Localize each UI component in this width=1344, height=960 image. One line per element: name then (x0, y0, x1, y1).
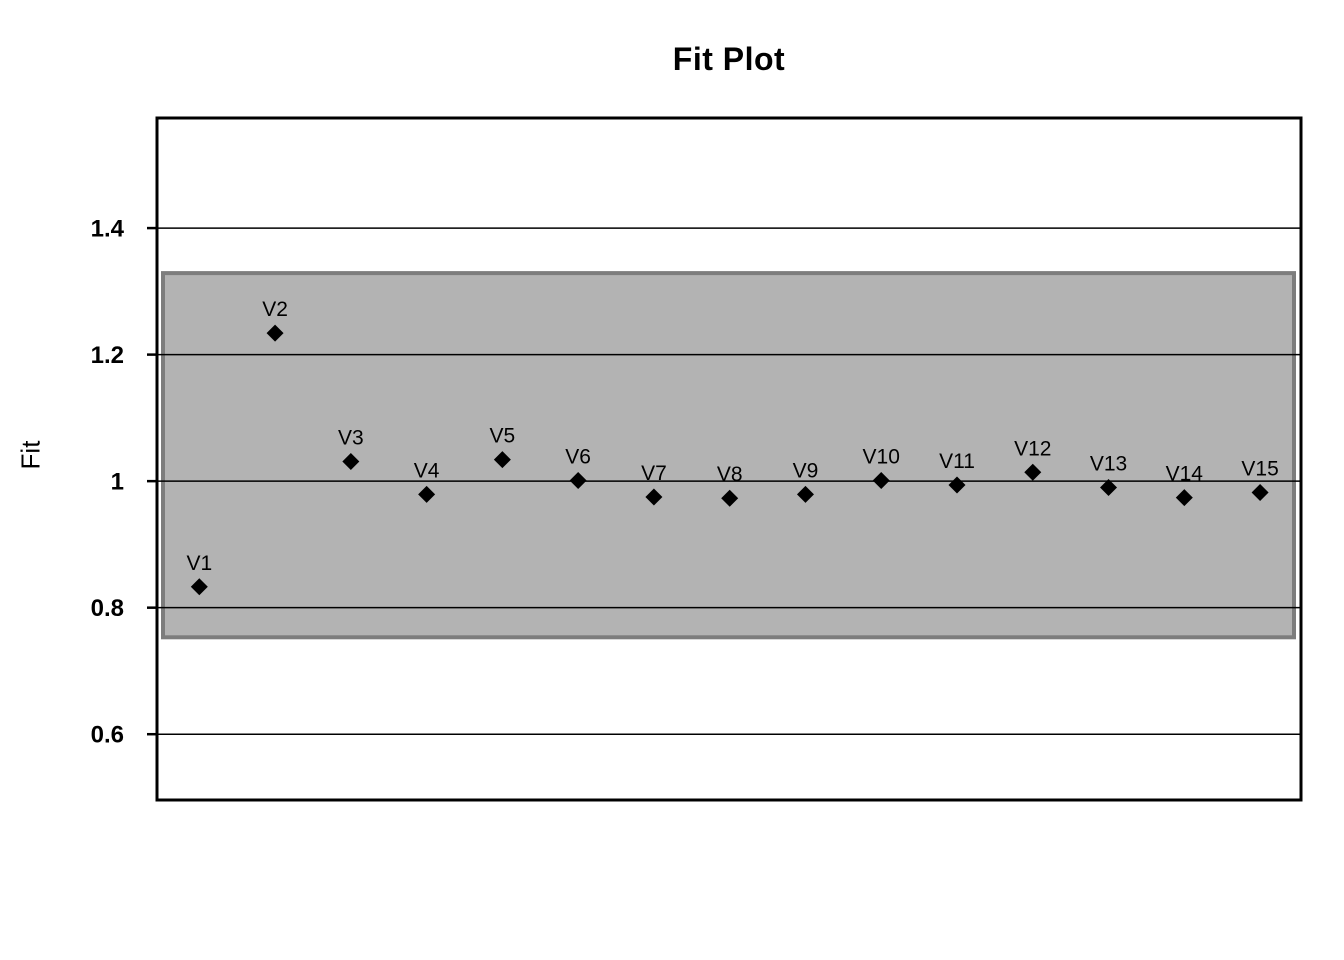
data-point-label-V11: V11 (939, 450, 975, 473)
data-point-marker-V10 (872, 472, 890, 490)
data-point-marker-V15 (1251, 484, 1269, 502)
data-point-label-V12: V12 (1014, 437, 1051, 460)
data-point-label-V13: V13 (1090, 452, 1127, 475)
y-tick-label: 0.6 (91, 722, 124, 749)
data-point-label-V8: V8 (717, 463, 743, 486)
data-point-label-V15: V15 (1241, 458, 1278, 481)
data-point-label-V1: V1 (186, 552, 212, 575)
data-point-marker-V2 (266, 324, 284, 342)
data-point-label-V6: V6 (565, 446, 591, 469)
data-point-marker-V8 (721, 489, 739, 507)
plot-frame (155, 116, 1303, 802)
y-tick-label: 1.4 (91, 216, 125, 243)
chart-title: Fit Plot (672, 41, 786, 77)
data-point-marker-V12 (1024, 463, 1042, 481)
data-point-label-V7: V7 (641, 462, 667, 485)
y-tick-label: 1.2 (91, 342, 124, 369)
data-point-label-V10: V10 (863, 446, 900, 469)
data-point-label-V2: V2 (262, 298, 288, 321)
data-point-marker-V1 (190, 578, 208, 596)
data-point-label-V9: V9 (793, 459, 819, 482)
data-point-marker-V6 (569, 472, 587, 490)
y-tick-label: 0.8 (91, 595, 124, 622)
data-point-marker-V5 (493, 451, 511, 469)
data-point-marker-V4 (418, 485, 436, 503)
data-point-marker-V9 (796, 485, 814, 503)
data-point-label-V14: V14 (1166, 463, 1204, 486)
data-point-label-V3: V3 (338, 427, 364, 450)
data-point-label-V4: V4 (414, 459, 440, 482)
y-tick-label: 1 (111, 469, 124, 496)
data-point-marker-V11 (948, 476, 966, 494)
data-point-marker-V7 (645, 488, 663, 506)
data-point-marker-V14 (1175, 489, 1193, 507)
data-point-marker-V3 (342, 453, 360, 471)
data-point-label-V5: V5 (490, 425, 516, 448)
data-point-marker-V13 (1100, 478, 1118, 496)
